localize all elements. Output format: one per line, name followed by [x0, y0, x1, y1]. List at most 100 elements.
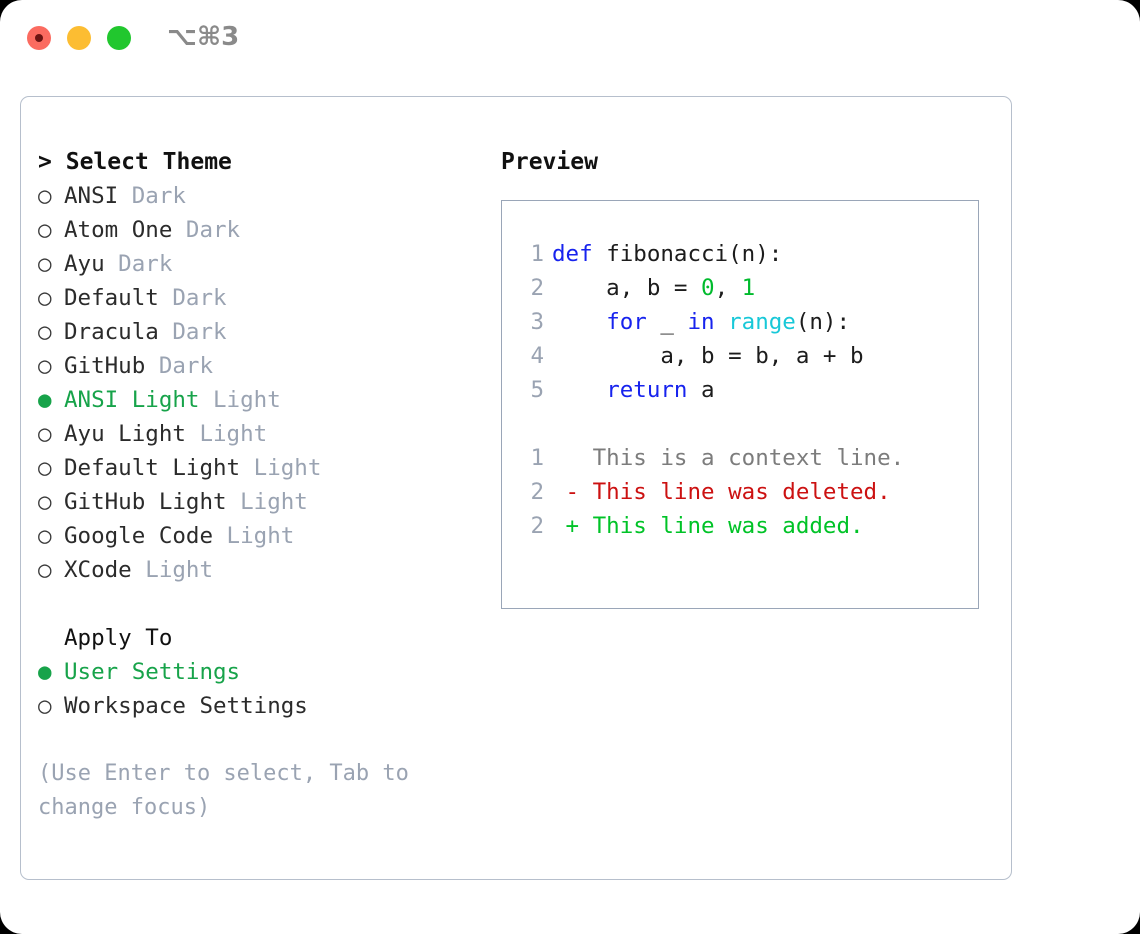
- theme-list: ○ANSI Dark○Atom One Dark○Ayu Dark○Defaul…: [38, 179, 498, 587]
- theme-selector-column: > Select Theme ○ANSI Dark○Atom One Dark○…: [38, 145, 498, 825]
- shortcut-label: ⌥⌘3: [167, 22, 240, 52]
- code-token: (n):: [795, 309, 851, 335]
- code-line: 2 a, b = 0, 1: [502, 271, 978, 305]
- code-line-number: 2: [530, 275, 544, 301]
- theme-option[interactable]: ○ Default Light Light: [38, 451, 498, 485]
- theme-variant-badge: Light: [199, 387, 281, 413]
- radio-unselected-icon: ○: [38, 421, 52, 447]
- diff-sample: 1 This is a context line.2 - This line w…: [502, 441, 978, 543]
- theme-option-label: Ayu Light: [64, 421, 186, 447]
- diff-line-number: 2: [530, 513, 544, 539]
- page-title-text: Select Theme: [65, 149, 232, 175]
- radio-unselected-icon: ○: [38, 523, 52, 549]
- keyboard-hint: (Use Enter to select, Tab to change focu…: [38, 761, 409, 820]
- theme-option[interactable]: ○ Ayu Light Light: [38, 417, 498, 451]
- diff-line: 2 - This line was deleted.: [502, 475, 978, 509]
- minimize-button[interactable]: [67, 26, 91, 50]
- main-panel: > Select Theme ○ANSI Dark○Atom One Dark○…: [20, 96, 1012, 880]
- diff-line-text: - This line was deleted.: [552, 479, 891, 505]
- code-token: _: [646, 309, 688, 335]
- radio-unselected-icon: ○: [38, 455, 52, 481]
- code-token: in: [687, 309, 715, 335]
- theme-option[interactable]: ○GitHub Light Light: [38, 485, 498, 519]
- theme-variant-badge: Light: [226, 489, 308, 515]
- theme-option[interactable]: ○GitHub Dark: [38, 349, 498, 383]
- theme-option-label: GitHub: [64, 353, 146, 379]
- theme-variant-badge: Dark: [172, 217, 241, 243]
- diff-line-text: + This line was added.: [552, 513, 864, 539]
- radio-unselected-icon: ○: [38, 217, 52, 243]
- code-token: fibonacci(n):: [606, 241, 783, 267]
- theme-option-label: XCode: [64, 557, 132, 583]
- theme-option[interactable]: ○ Default Dark: [38, 281, 498, 315]
- code-token: ,: [714, 275, 742, 301]
- theme-option[interactable]: ○ XCode Light: [38, 553, 498, 587]
- apply-to-heading: Apply To: [64, 625, 173, 651]
- radio-unselected-icon: ○: [38, 557, 52, 583]
- close-button[interactable]: [27, 26, 51, 50]
- window-titlebar: ⌥⌘3: [0, 0, 1140, 76]
- code-line-number: 5: [530, 377, 544, 403]
- theme-option-label: Atom One: [64, 217, 173, 243]
- preview-spacer: [502, 407, 978, 441]
- apply-to-option[interactable]: ● User Settings: [38, 655, 498, 689]
- theme-option[interactable]: ○ Dracula Dark: [38, 315, 498, 349]
- code-token: [552, 309, 606, 335]
- code-token: [715, 309, 729, 335]
- theme-variant-badge: Dark: [145, 353, 214, 379]
- theme-option-label: GitHub Light: [64, 489, 227, 515]
- apply-to-option[interactable]: ○ Workspace Settings: [38, 689, 498, 723]
- theme-variant-badge: Light: [185, 421, 268, 447]
- maximize-button[interactable]: [107, 26, 131, 50]
- code-token: 0: [701, 275, 715, 301]
- theme-option-label: Default Light: [64, 455, 241, 481]
- diff-line-number: 2: [530, 479, 544, 505]
- theme-option[interactable]: ○Ayu Dark: [38, 247, 498, 281]
- code-token: 1: [741, 275, 756, 301]
- theme-option[interactable]: ○ Atom One Dark: [38, 213, 498, 247]
- radio-unselected-icon: ○: [38, 319, 52, 345]
- diff-line: 2 + This line was added.: [502, 509, 978, 543]
- theme-variant-badge: Dark: [158, 285, 227, 311]
- diff-line-text: This is a context line.: [552, 445, 905, 471]
- theme-variant-badge: Light: [131, 557, 214, 583]
- theme-option[interactable]: ○ANSI Dark: [38, 179, 498, 213]
- theme-option-label: Dracula: [64, 319, 159, 345]
- apply-to-option-label: Workspace Settings: [64, 693, 308, 719]
- radio-selected-icon: ●: [38, 659, 52, 685]
- apply-to-option-label: User Settings: [64, 659, 241, 685]
- theme-variant-badge: Dark: [158, 319, 227, 345]
- code-token: a: [687, 377, 715, 403]
- theme-option[interactable]: ○ Google Code Light: [38, 519, 498, 553]
- radio-unselected-icon: ○: [38, 693, 52, 719]
- code-token: a, b =: [552, 275, 702, 301]
- code-token: a, b = b, a + b: [552, 343, 864, 369]
- radio-unselected-icon: ○: [38, 251, 52, 277]
- theme-option[interactable]: ●ANSI Light Light: [38, 383, 498, 417]
- code-line: 5 return a: [502, 373, 978, 407]
- preview-title: Preview: [501, 149, 598, 175]
- theme-option-label: Google Code: [64, 523, 214, 549]
- theme-variant-badge: Light: [240, 455, 322, 481]
- code-token: [552, 377, 606, 403]
- radio-unselected-icon: ○: [38, 183, 52, 209]
- code-token: for: [606, 309, 647, 335]
- theme-option-label: Ayu: [64, 251, 105, 277]
- caret-icon: >: [38, 149, 52, 175]
- theme-variant-badge: Light: [213, 523, 295, 549]
- diff-line-number: 1: [530, 445, 544, 471]
- apply-to-list: ● User Settings ○ Workspace Settings: [38, 655, 498, 723]
- code-line: 4 a, b = b, a + b: [502, 339, 978, 373]
- theme-option-label: ANSI Light: [64, 387, 200, 413]
- theme-option-label: Default: [64, 285, 159, 311]
- code-line: 3 for _ in range(n):: [502, 305, 978, 339]
- code-line-number: 1: [530, 241, 544, 267]
- window-controls: [27, 26, 131, 50]
- radio-unselected-icon: ○: [38, 285, 52, 311]
- diff-line: 1 This is a context line.: [502, 441, 978, 475]
